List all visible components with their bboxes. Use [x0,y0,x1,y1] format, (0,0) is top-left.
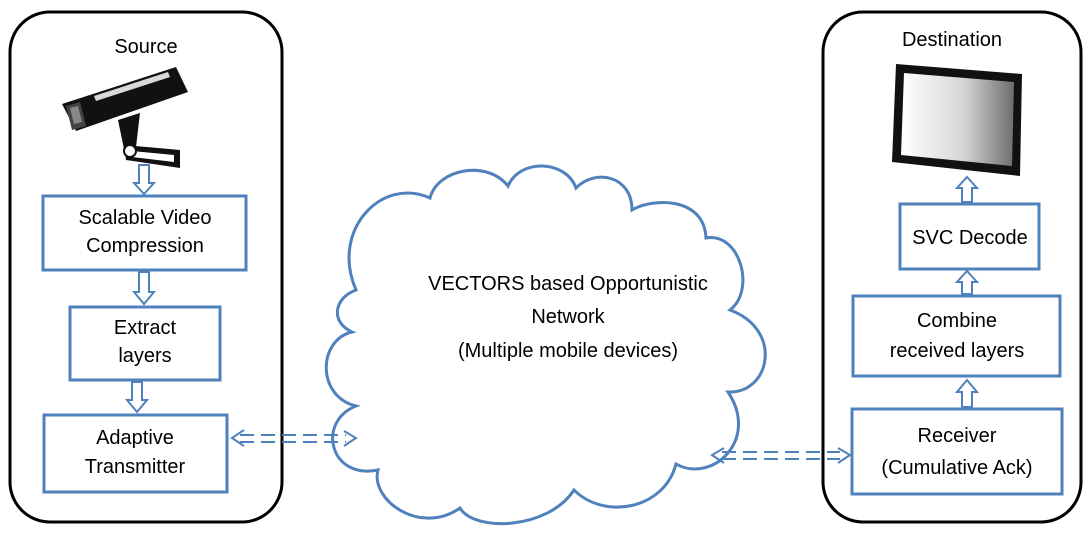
link-network-to-receiver [710,447,852,464]
scalable-video-compression-box [41,194,248,272]
receiver-box [850,407,1064,496]
receiver-line1: Receiver [918,425,997,447]
link-transmitter-to-network [230,429,358,447]
destination-panel-border [821,10,1083,524]
source-panel-border [8,10,284,524]
svc-decode-box [898,202,1041,271]
arrow-combine-to-decode [954,269,980,295]
source-panel: Source Scalable Video Compression Extrac… [8,10,284,524]
extract-layers-line1: Extract [114,317,177,339]
destination-panel: Destination SVC Decode Combine received … [821,10,1083,524]
network-line1: VECTORS based Opportunistic [428,273,708,295]
extract-layers-box [68,305,222,382]
security-camera-icon [62,67,188,168]
scalable-video-compression-line1: Scalable Video [78,207,211,229]
arrow-extract-to-transmitter [124,381,150,414]
network-line3: (Multiple mobile devices) [458,340,678,362]
adaptive-transmitter-box [42,413,229,494]
combine-received-layers-box [851,294,1062,378]
arrow-camera-to-compression [131,164,157,196]
scalable-video-compression-line2: Compression [86,235,204,257]
adaptive-transmitter-line1: Adaptive [96,427,174,449]
network-line2: Network [531,306,605,328]
arrow-compression-to-extract [131,271,157,306]
combine-received-layers-line1: Combine [917,310,997,332]
receiver-line2: (Cumulative Ack) [881,457,1032,479]
adaptive-transmitter-line2: Transmitter [85,456,186,478]
monitor-display-icon [892,64,1022,176]
svc-decode-line1: SVC Decode [912,227,1028,249]
arrow-decode-to-monitor [954,175,980,203]
source-title: Source [114,36,177,58]
extract-layers-line2: layers [118,345,171,367]
destination-title: Destination [902,29,1002,51]
cloud-icon [324,164,767,525]
combine-received-layers-line2: received layers [890,340,1025,362]
arrow-receiver-to-combine [954,378,980,408]
